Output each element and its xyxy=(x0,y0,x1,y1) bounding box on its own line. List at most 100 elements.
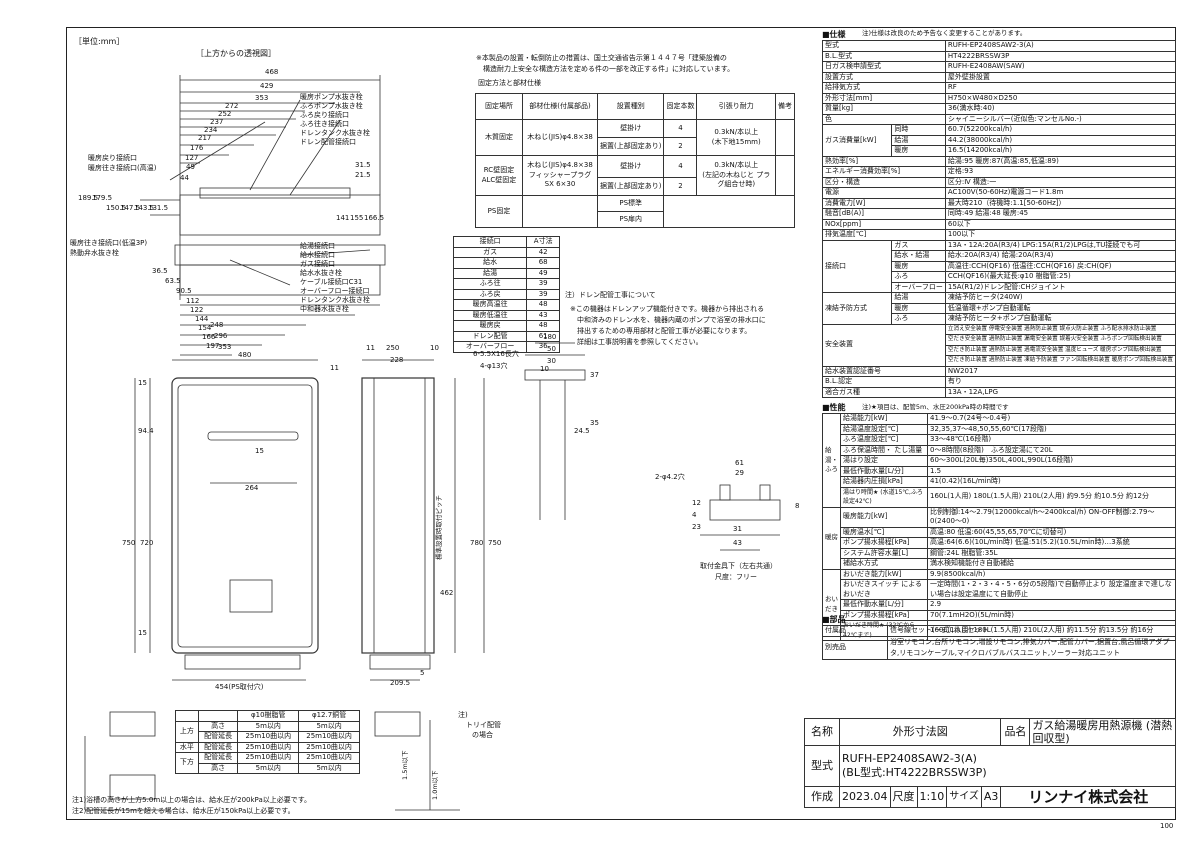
spec-v8: 60.7(52200kcal/h) xyxy=(944,124,1177,136)
fix-r2c2: 壁掛け xyxy=(596,155,665,178)
pipe-r4c2: 5m以内 xyxy=(237,762,300,774)
spec-k6: 質量[kg] xyxy=(822,103,946,115)
spec-s9: 給湯 xyxy=(891,134,946,146)
perf-k3: ふろ保温時間・ たし湯量 xyxy=(840,444,928,456)
pipe-h0 xyxy=(175,710,199,722)
br-37: 37 xyxy=(590,371,599,379)
dim-217: 217 xyxy=(198,134,212,142)
dim-353: 353 xyxy=(255,94,269,102)
ldim-154: 154 xyxy=(198,324,212,332)
spec-misc-v0: NW2017 xyxy=(944,365,1177,377)
br2-23: 23 xyxy=(692,523,701,531)
dim-21.5: 21.5 xyxy=(355,171,371,179)
fix-h0: 固定場所 xyxy=(475,93,523,120)
perf-o-k1: おいだきスイッチ によるおいだき xyxy=(840,579,928,600)
front-264: 264 xyxy=(245,484,259,492)
perf-k4: 湯はり設定 xyxy=(840,455,928,467)
br-50: 50 xyxy=(547,345,556,353)
conn-h1: A寸法 xyxy=(526,236,560,248)
top-view-title: ［上方からの透視図］ xyxy=(196,49,276,58)
drain-note-3: 排出するための専用部材と配管工事が必要になります。 xyxy=(570,327,752,335)
spec-conn-k4: オーバーフロー xyxy=(891,281,946,293)
fix-title: 固定方法と部材仕様 xyxy=(478,79,541,87)
pipe-note-2: 注2)配管延長が15mを超える場合は、給水圧が150kPa以上必要です。 xyxy=(72,807,295,815)
dim-237: 237 xyxy=(210,118,224,126)
perf-v0: 41.9～0.7(24号～0.4号) xyxy=(927,413,1176,425)
spec-k13: 区分・構造 xyxy=(822,176,946,188)
pipe-r3c1: 配管延長 xyxy=(197,752,239,764)
br-slot: 6-5.5X16長穴 xyxy=(473,350,519,358)
conn-r8-k: ドレン配管 xyxy=(452,330,528,342)
br2-31: 31 xyxy=(733,525,742,533)
spec-conn-v1: 給水:20A(R3/4) 給湯:20A(R3/4) xyxy=(944,250,1177,262)
fix-r4-blank xyxy=(663,195,795,228)
drain-note-2: 中和済みのドレン水を、機器内蔵のポンプで浴室の排水口に xyxy=(570,316,766,324)
fix-r2c0: RC壁固定 ALC壁固定 xyxy=(475,155,523,196)
tb-hinmei-label: 品名 xyxy=(1000,718,1031,746)
spec-conn-v4: 15A(R1/2)ドレン配管:CHジョイント xyxy=(944,281,1177,293)
pipe-r2c0: 水平 xyxy=(175,741,199,753)
pipe-r1c3: 25m10曲以内 xyxy=(298,731,360,743)
note-top-1: ※本製品の設置・転倒防止の措置は、国土交通省告示第１４４７号「建築設備の xyxy=(476,54,727,62)
spec-s8: 同時 xyxy=(891,124,946,136)
tb-hinmei: ガス給湯暖房用熱源機 (潜熱回収型) xyxy=(1029,718,1176,746)
front-15c: 15 xyxy=(138,629,147,637)
drain-note-0: 注）ドレン配管工事について xyxy=(565,291,656,299)
br2-29: 29 xyxy=(735,469,744,477)
front-11: 11 xyxy=(330,364,339,372)
conn-r4-v: 39 xyxy=(526,288,560,300)
spec-k1: B.L.型式 xyxy=(822,50,946,62)
conn-r2-k: 給湯 xyxy=(452,267,528,279)
perf-v7: 160L(1人用) 180L(1.5人用) 210L(2人用) 約9.5分 約1… xyxy=(927,486,1176,508)
parts-k0: 付属品 xyxy=(822,625,888,637)
fix-h2: 設置種別 xyxy=(596,93,665,120)
fix-r0c2: 壁掛け xyxy=(596,119,665,138)
side-250: 250 xyxy=(386,344,400,352)
spec-conn-v2: 高温往:CCH(QF16) 低温往:CCH(QF16) 戻:CH(QF) xyxy=(944,260,1177,272)
label-drain-tank-drain-2: ドレンタンク水抜き栓 xyxy=(300,296,370,304)
front-750: 750 xyxy=(122,539,136,547)
tb-name-label: 名称 xyxy=(804,718,840,746)
perf-d-k2: ポンプ揚水揚程[kPa] xyxy=(840,537,928,549)
perf-k5: 最低作動水量[L/分] xyxy=(840,465,928,477)
front-480: 480 xyxy=(238,351,252,359)
pipe-r0c0: 上方 xyxy=(175,720,199,743)
side-11: 11 xyxy=(366,344,375,352)
vdim-189.5: 189.5 xyxy=(78,194,99,202)
fix-r2c4: 0.3kN/本以上(左記の木ねじと プラグ組合せ時) xyxy=(696,155,776,196)
dim-468: 468 xyxy=(265,68,279,76)
br-180: 180 xyxy=(543,333,557,341)
spec-note: 注)仕様は改良のため予告なく変更することがあります。 xyxy=(862,29,1027,37)
fix-h1: 部材仕様(付属部品) xyxy=(522,93,598,120)
perf-v2: 33～48℃(16段階) xyxy=(927,434,1176,446)
vdim-131.5: 131.5 xyxy=(148,204,169,212)
spec-conn-v3: CCH(QF16)(最大延長:φ10 樹脂管:25) xyxy=(944,271,1177,283)
label-heating-return: 暖房戻り接続口 xyxy=(88,154,137,162)
spec-k0: 型式 xyxy=(822,40,946,52)
pipe-r3c3: 25m10曲以内 xyxy=(298,752,360,764)
spec-k15: 消費電力[W] xyxy=(822,197,946,209)
spec-conn-v0: 13A・12A:20A(R3/4) LPG:15A(R1/2)LPGは,TU接続… xyxy=(944,239,1177,251)
ldim-112: 112 xyxy=(186,297,200,305)
spec-v10: 16.5(14200kcal/h) xyxy=(944,145,1177,157)
perf-d-k3: システム許容水量[L] xyxy=(840,547,928,559)
spec-conn-k2: 暖房 xyxy=(891,260,946,272)
fix-h4: 引張り耐力 xyxy=(696,93,776,120)
vdim-141: 141 xyxy=(336,214,350,222)
spec-safety-3: 空だき防止装置 過熱防止装置 凍結予防装置 ファン回転検出装置 暖房ポンプ回転検… xyxy=(944,355,1177,367)
parts-v1: 浴室リモコン,台所リモコン,増設リモコン,排気カバー,配管カバー,据置台,風呂循… xyxy=(887,635,1176,660)
pipe-r1c1: 配管延長 xyxy=(197,731,239,743)
spec-freeze-k2: ふろ xyxy=(891,313,946,325)
perf-o-k2: 最低作動水量[L/分] xyxy=(840,599,928,611)
spec-freeze-v0: 凍結予防ヒータ(240W) xyxy=(944,292,1177,304)
vdim-155: 155 xyxy=(350,214,364,222)
label-heat-pump-drain: 暖房ポンプ水抜き栓 xyxy=(300,93,363,101)
dim-44: 44 xyxy=(180,174,189,182)
tb-size: A3 xyxy=(980,786,1002,808)
br2-12: 12 xyxy=(692,499,701,507)
conn-r5-v: 48 xyxy=(526,299,560,311)
trap-note-0: 注) xyxy=(458,711,468,719)
side-462: 462 xyxy=(440,589,454,597)
spec-title: ■仕様 xyxy=(822,30,846,39)
